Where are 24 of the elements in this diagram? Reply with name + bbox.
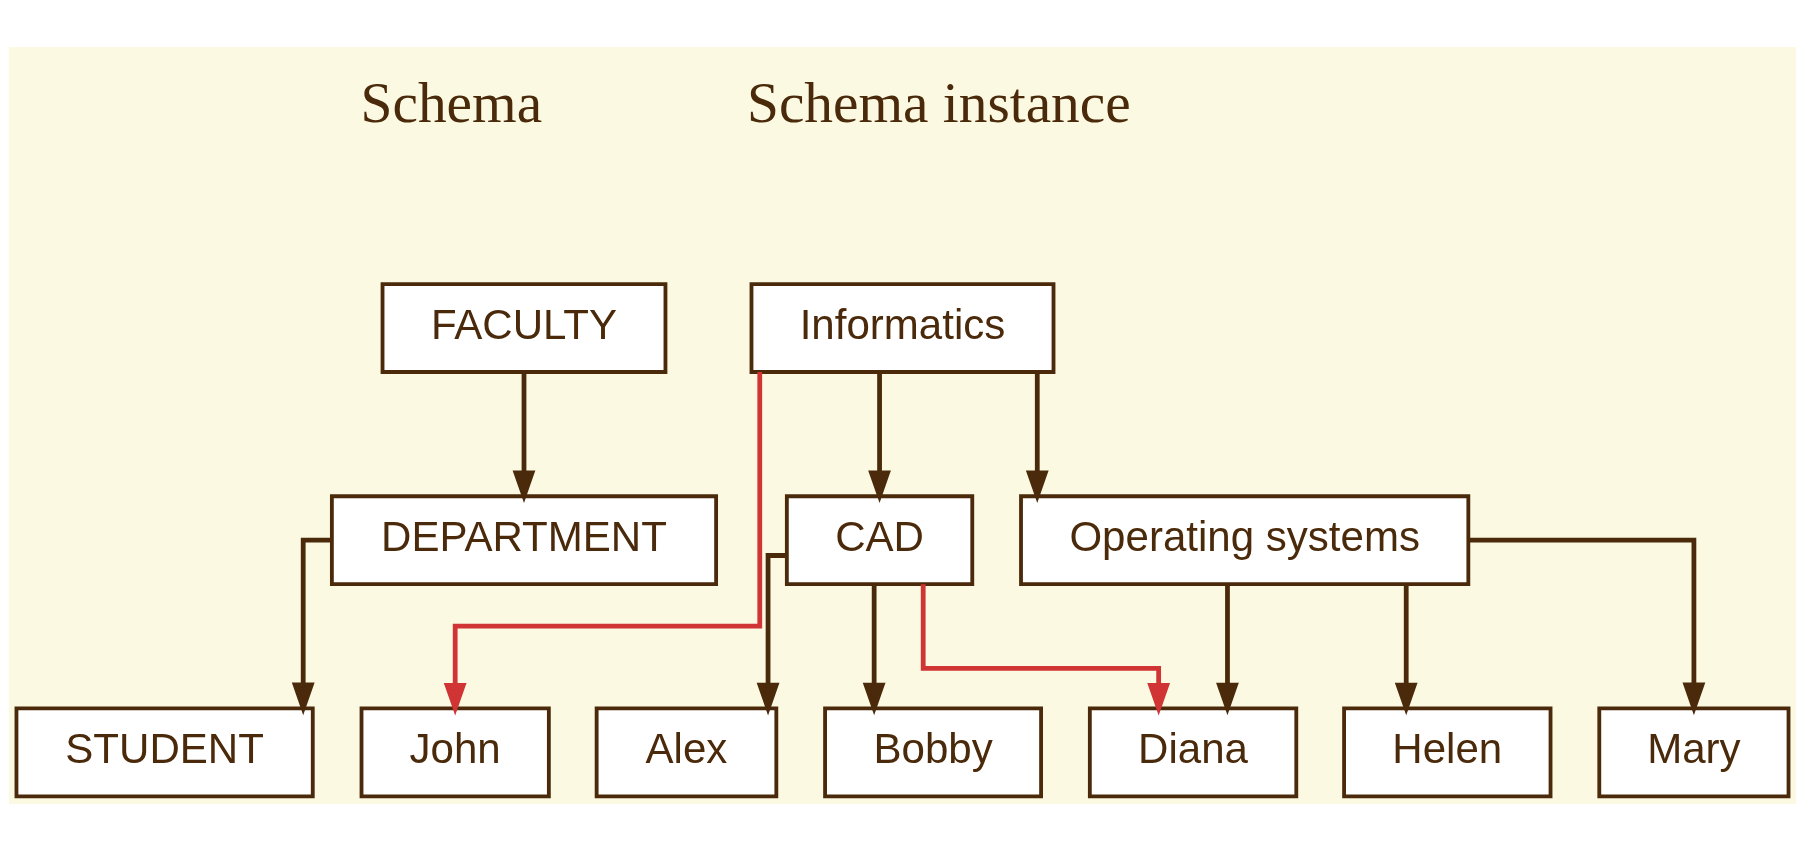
node-box: FACULTY (380, 282, 668, 374)
arrow (443, 372, 763, 716)
node-box: STUDENT (14, 706, 315, 799)
arrow (868, 372, 891, 503)
arrow (1394, 584, 1418, 716)
node-box: Alex (594, 706, 779, 799)
node-box: Diana (1087, 706, 1299, 799)
arrow (512, 372, 536, 503)
label: Schema (360, 70, 543, 134)
node-box: DEPARTMENT (329, 494, 719, 587)
node-box: CAD (784, 494, 975, 587)
node-box: John (359, 706, 551, 799)
arrow (1216, 584, 1239, 716)
node-box: Bobby (823, 706, 1043, 799)
arrow (920, 584, 1171, 716)
node-box: Mary (1597, 706, 1791, 799)
node-box: Helen (1342, 706, 1553, 799)
node-box: Operating systems (1019, 494, 1471, 587)
arrow (1025, 372, 1049, 503)
node-box: Informatics (749, 282, 1056, 374)
arrow (756, 553, 787, 716)
arrow (1468, 537, 1706, 716)
label: Schema instance (747, 70, 1131, 134)
arrow (862, 584, 886, 716)
